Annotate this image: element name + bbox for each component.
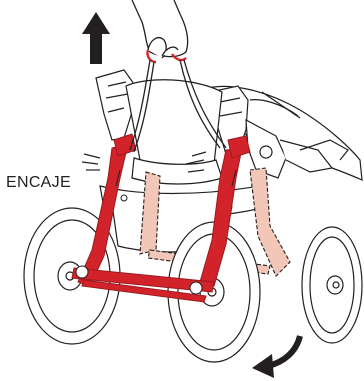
encaje-callout-label: ENCAJE [6,174,71,191]
rear-wheel-right [301,226,363,344]
frame-details [75,169,237,295]
up-arrow-icon [82,12,110,64]
rotate-down-arrow-icon [252,335,303,378]
red-folding-frame [71,133,251,303]
stroller-seat [95,69,363,253]
click-motion-lines [81,151,207,173]
hand-and-strap [129,0,227,153]
